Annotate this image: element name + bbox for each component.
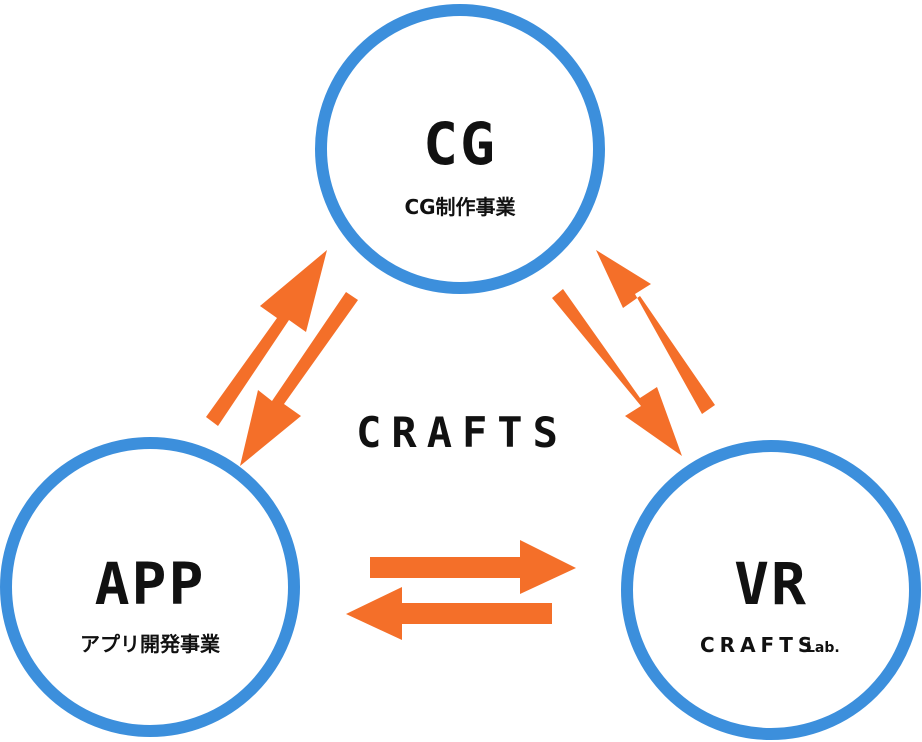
arrows-cg-vr bbox=[552, 250, 715, 456]
arrows-app-cg bbox=[206, 250, 358, 466]
vr-subtitle-crafts: CRAFTS bbox=[700, 633, 817, 657]
cg-circle bbox=[315, 4, 605, 294]
arrow-vr-to-cg bbox=[596, 250, 715, 414]
cg-title: CG bbox=[423, 110, 497, 178]
cg-subtitle: CG制作事業 bbox=[404, 195, 516, 219]
center-label: CRAFTS bbox=[356, 408, 568, 457]
arrow-cg-to-vr bbox=[552, 289, 682, 456]
app-circle bbox=[0, 437, 300, 737]
arrows-app-vr bbox=[346, 540, 576, 640]
vr-title: VR bbox=[734, 550, 808, 618]
node-app: APP アプリ開発事業 bbox=[0, 437, 300, 737]
arrow-vr-to-app bbox=[346, 587, 552, 640]
arrow-cg-to-app bbox=[240, 292, 358, 466]
arrow-app-to-cg bbox=[206, 250, 327, 426]
vr-circle bbox=[621, 440, 921, 740]
node-cg: CG CG制作事業 bbox=[315, 4, 605, 294]
app-subtitle: アプリ開発事業 bbox=[80, 632, 221, 656]
vr-subtitle-lab: Lab. bbox=[806, 640, 840, 656]
node-vr: VR CRAFTS Lab. bbox=[621, 440, 921, 740]
arrow-app-to-vr bbox=[370, 540, 576, 594]
app-title: APP bbox=[95, 550, 206, 618]
